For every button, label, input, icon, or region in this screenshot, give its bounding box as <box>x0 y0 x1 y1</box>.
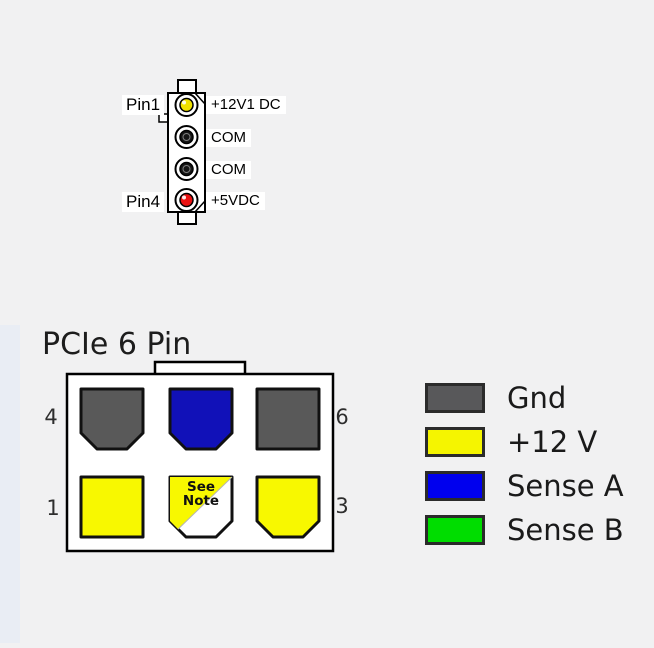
molex-pin-2 <box>174 125 199 149</box>
molex-pin-4 <box>174 188 199 212</box>
legend-label-sense-b: Sense B <box>507 513 624 547</box>
molex-pin-1 <box>174 93 199 117</box>
chamfer-bottom-right <box>194 200 206 213</box>
legend-label-12v: +12 V <box>507 425 598 459</box>
pcie-pin-1-12v <box>79 475 145 539</box>
legend-row-sense-a: Sense A <box>425 471 624 501</box>
legend-label-sense-a: Sense A <box>507 469 624 503</box>
see-note-line1: See <box>186 479 216 495</box>
pcie-pin-5-sense-a <box>168 387 234 451</box>
legend-label-gnd: Gnd <box>507 381 567 415</box>
legend-swatch-sense-b <box>425 515 485 545</box>
molex-pin1-label: Pin1 <box>122 95 165 115</box>
legend-row-sense-b: Sense B <box>425 515 624 545</box>
pcie-pin-number-3: 3 <box>335 494 349 518</box>
pcie-title: PCIe 6 Pin <box>42 327 192 362</box>
pcie-pin-6-gnd <box>255 387 321 451</box>
pcie-pin-number-1: 1 <box>46 496 60 520</box>
molex-signal-12v: +12V1 DC <box>206 96 286 114</box>
see-note-line2: Note <box>182 493 220 509</box>
chamfer-top-right <box>194 92 206 105</box>
pcie-pin-2-see-note <box>168 475 234 539</box>
molex-signal-com1: COM <box>206 129 251 147</box>
pcie-pin-number-6: 6 <box>335 405 349 429</box>
pcie-pin-4-gnd <box>79 387 145 451</box>
pcie-pin-3-12v <box>255 475 321 539</box>
molex-pin-3 <box>174 157 199 181</box>
left-edge-strip <box>0 325 20 643</box>
legend-row-gnd: Gnd <box>425 383 624 413</box>
legend-swatch-sense-a <box>425 471 485 501</box>
see-note-text: See Note <box>172 480 230 508</box>
pcie-connector-drawing <box>65 360 335 553</box>
molex-signal-com2: COM <box>206 161 251 179</box>
pcie-pin-number-4: 4 <box>44 405 58 429</box>
legend: Gnd +12 V Sense A Sense B <box>425 383 624 545</box>
molex-connector-drawing <box>158 79 206 225</box>
legend-swatch-gnd <box>425 383 485 413</box>
legend-swatch-12v <box>425 427 485 457</box>
molex-pin4-label: Pin4 <box>122 192 165 212</box>
molex-signal-5v: +5VDC <box>206 192 265 210</box>
legend-row-12v: +12 V <box>425 427 624 457</box>
